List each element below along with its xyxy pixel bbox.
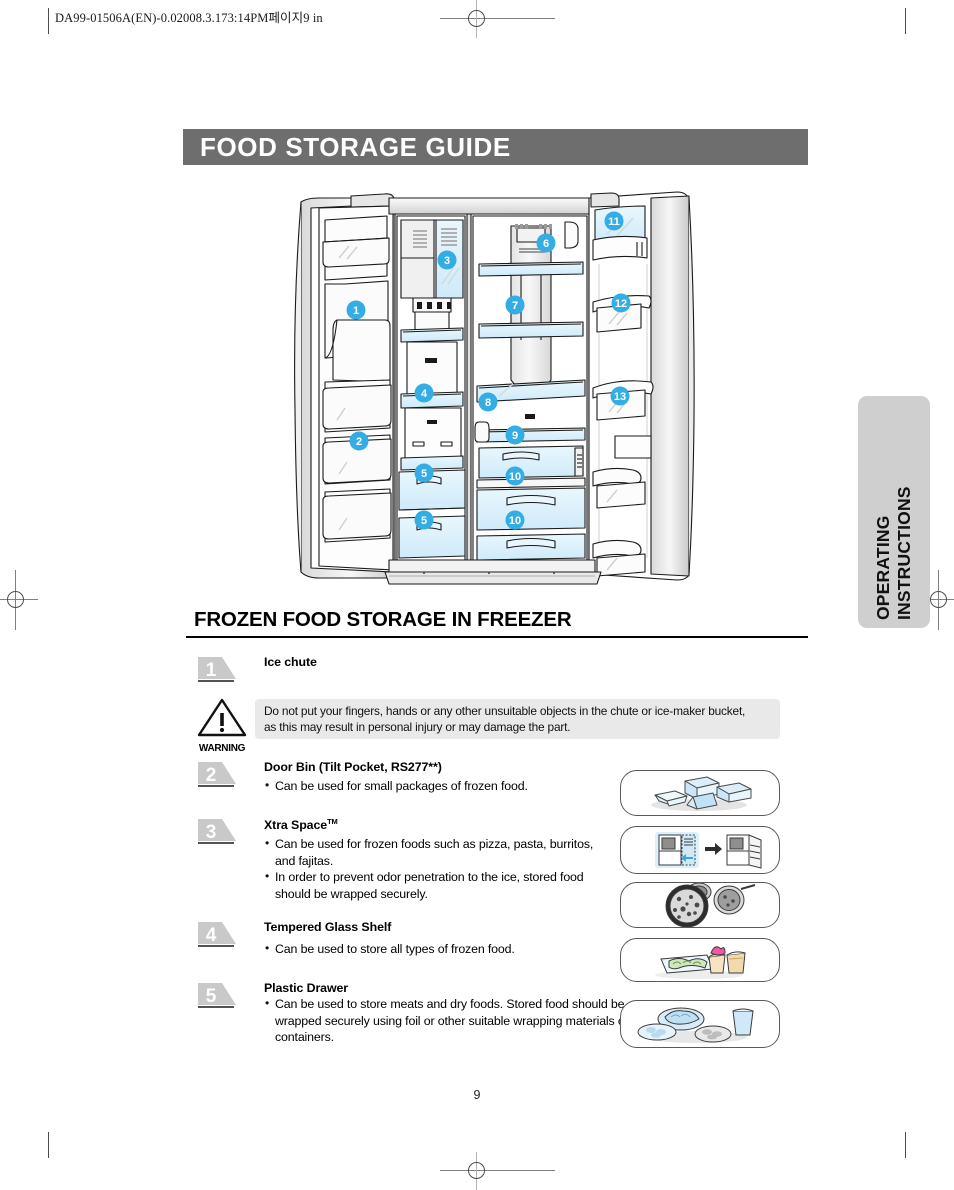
callout-10-upper: 10	[505, 466, 525, 486]
svg-text:4: 4	[421, 388, 428, 400]
svg-text:6: 6	[543, 238, 549, 250]
trim-line-left-bottom	[48, 1132, 49, 1158]
warning-message-box: Do not put your fingers, hands or any ot…	[255, 699, 780, 739]
warning-triangle-icon	[197, 698, 247, 737]
warning-label: WARNING	[198, 743, 246, 754]
step-title-4: Tempered Glass Shelf	[264, 920, 392, 934]
callout-10-lower: 10	[505, 510, 525, 530]
side-tab-label: OPERATING INSTRUCTIONS	[873, 486, 914, 620]
svg-text:11: 11	[608, 216, 620, 228]
trim-line-right-bottom	[905, 1132, 906, 1158]
callout-9: 9	[505, 425, 525, 445]
svg-text:10: 10	[509, 471, 521, 483]
svg-text:5: 5	[206, 986, 217, 1007]
illustration-frozen-packages	[620, 770, 780, 816]
step-2-bullet-1: Can be used for small packages of frozen…	[264, 777, 624, 795]
svg-text:5: 5	[421, 515, 427, 527]
svg-text:3: 3	[444, 255, 450, 267]
callout-2: 2	[349, 431, 369, 451]
print-header-code: DA99-01506A(EN)-0.02008.3.173:14PM페이지9 i…	[55, 11, 323, 25]
section-heading-text: FROZEN FOOD STORAGE IN FREEZER	[194, 608, 572, 631]
step-number-badge-1: 1	[196, 655, 240, 685]
illustration-pizza-pan	[620, 882, 780, 928]
step-number-badge-5: 5	[196, 981, 240, 1011]
step-title-5: Plastic Drawer	[264, 981, 349, 995]
svg-text:1: 1	[206, 660, 217, 681]
page-title-bar: FOOD STORAGE GUIDE	[183, 129, 808, 165]
illustration-meat-dry-foods	[620, 1000, 780, 1048]
step-title-3: Xtra SpaceTM	[264, 817, 594, 832]
svg-text:9: 9	[512, 430, 518, 442]
svg-text:8: 8	[485, 397, 491, 409]
callout-3: 3	[437, 250, 457, 270]
warning-line-2: as this may result in personal injury or…	[264, 719, 571, 734]
svg-text:13: 13	[614, 391, 626, 403]
callout-5-upper: 5	[414, 463, 434, 483]
step-number-badge-4: 4	[196, 920, 240, 950]
registration-mark-top	[440, 0, 560, 38]
callout-6: 6	[536, 233, 556, 253]
warning-line-1: Do not put your fingers, hands or any ot…	[264, 704, 746, 718]
step-3-bullet-2: In order to prevent odor penetration to …	[264, 868, 584, 902]
callout-1: 1	[346, 300, 366, 320]
illustration-vegetables-dessert	[620, 938, 780, 982]
callout-8: 8	[478, 392, 498, 412]
trim-line-left-top	[48, 8, 49, 34]
warning-icon-group: WARNING	[196, 697, 248, 754]
step-number-badge-2: 2	[196, 760, 240, 790]
registration-mark-bottom	[440, 1152, 560, 1190]
callout-11: 11	[604, 211, 624, 231]
step-number-badge-3: 3	[196, 817, 240, 847]
svg-text:2: 2	[356, 436, 362, 448]
svg-text:7: 7	[512, 300, 518, 312]
step-3-bullet-1: Can be used for frozen foods such as piz…	[264, 835, 594, 869]
registration-mark-right	[914, 570, 954, 630]
registration-mark-left	[0, 570, 40, 630]
step-title-2: Door Bin (Tilt Pocket, RS277**)	[264, 760, 442, 774]
callout-12: 12	[611, 293, 631, 313]
callout-5-lower: 5	[414, 510, 434, 530]
section-heading-rule	[186, 636, 808, 638]
page-number: 9	[473, 1088, 481, 1102]
svg-text:4: 4	[206, 925, 217, 946]
refrigerator-figure: 1 2 3 4 5 5 6 7 8 9 10 10 11 12 13	[289, 180, 699, 595]
step-title-3-text: Xtra Space	[264, 818, 328, 833]
svg-text:3: 3	[206, 822, 217, 843]
svg-text:10: 10	[509, 515, 521, 527]
step-5-bullet-1: Can be used to store meats and dry foods…	[264, 995, 632, 1046]
illustration-xtra-space-door	[620, 826, 780, 874]
step-title-1: Ice chute	[264, 655, 317, 669]
step-title-3-trademark: TM	[327, 817, 338, 826]
figure-callouts: 1 2 3 4 5 5 6 7 8 9 10 10 11 12 13	[346, 211, 631, 530]
svg-text:1: 1	[353, 305, 359, 317]
section-heading: FROZEN FOOD STORAGE IN FREEZER	[186, 608, 808, 638]
svg-text:12: 12	[615, 298, 627, 310]
callout-4: 4	[414, 383, 434, 403]
step-4-bullet-1: Can be used to store all types of frozen…	[264, 940, 624, 958]
side-tab-operating-instructions: OPERATING INSTRUCTIONS	[858, 396, 930, 628]
trim-line-right-top	[905, 8, 906, 34]
callout-7: 7	[505, 295, 525, 315]
svg-text:2: 2	[206, 765, 217, 786]
page-title: FOOD STORAGE GUIDE	[200, 131, 511, 162]
callout-13: 13	[610, 386, 630, 406]
svg-text:5: 5	[421, 468, 427, 480]
